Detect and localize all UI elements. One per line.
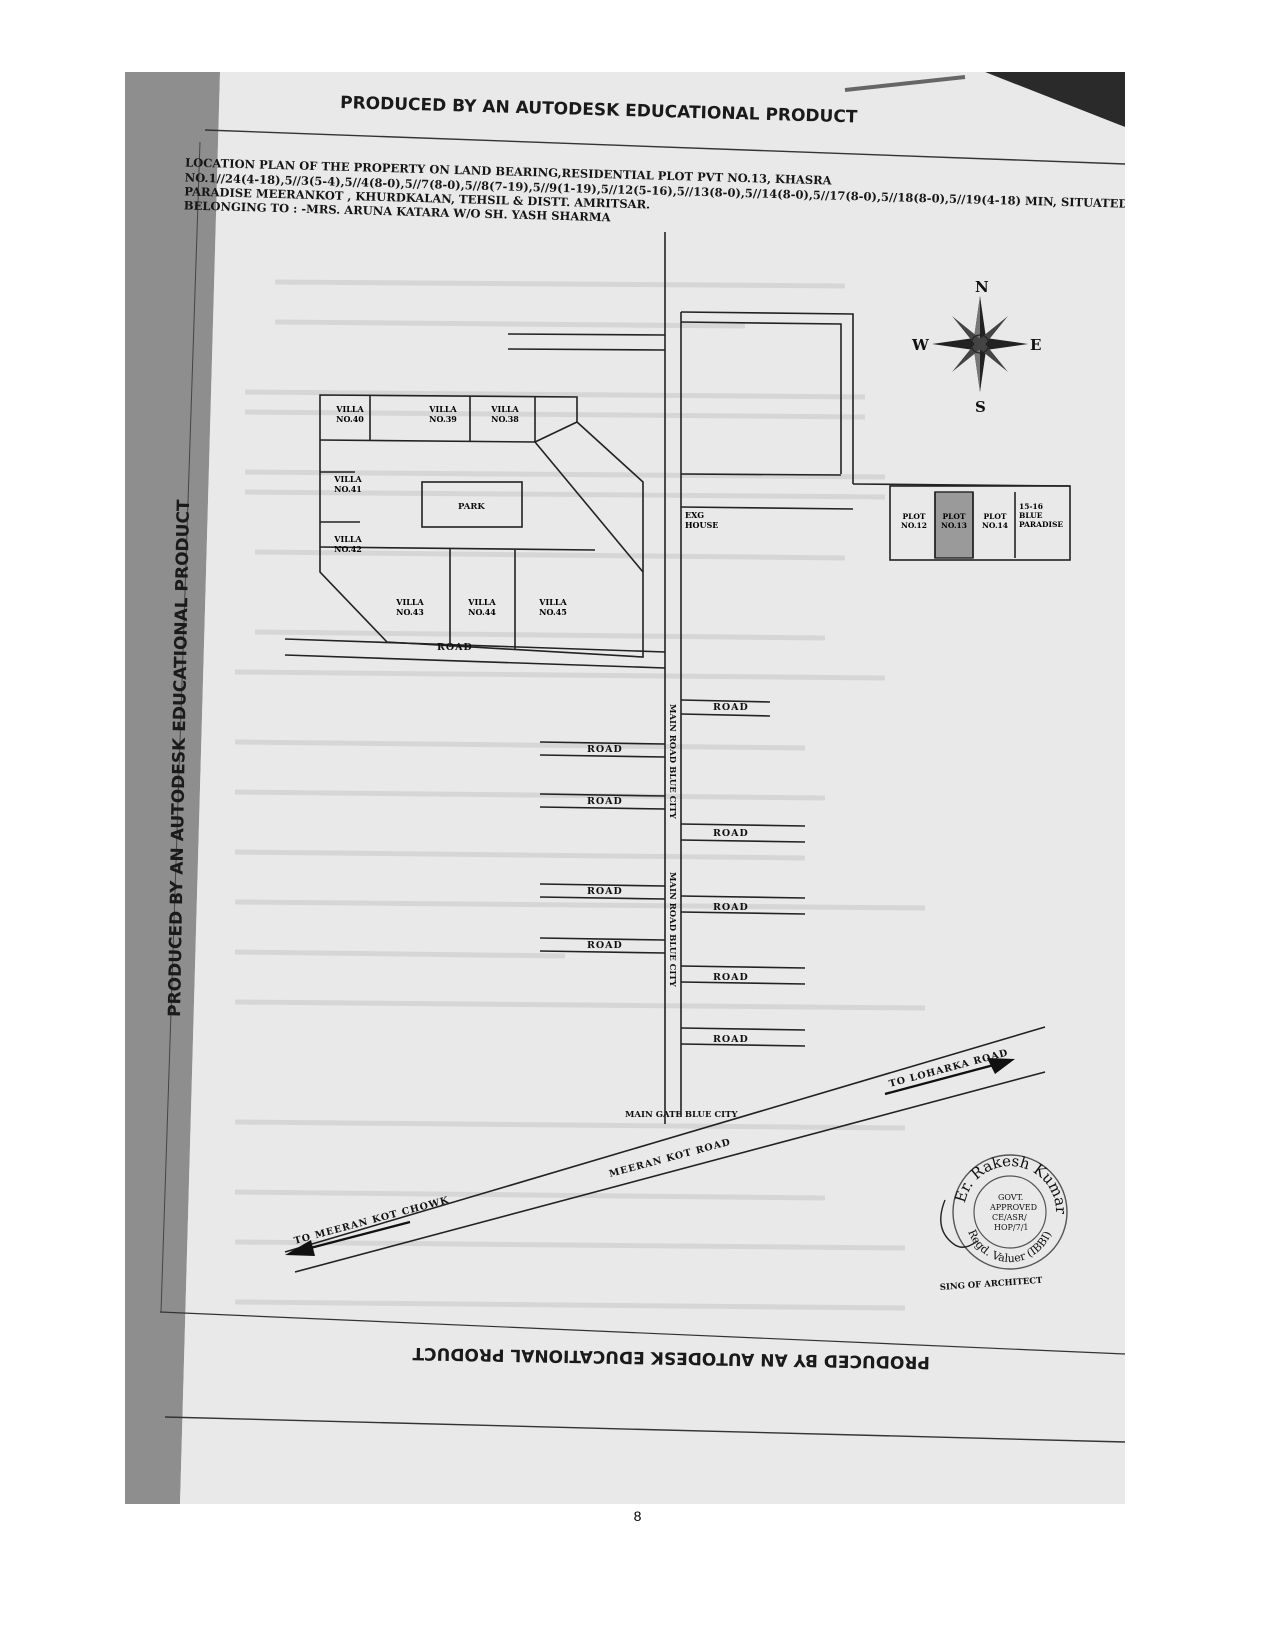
e-road-4b (680, 981, 806, 985)
w-road-4b (539, 950, 666, 954)
frame-top-line (204, 129, 1125, 165)
label-main-gate: MAIN GATE BLUE CITY (625, 1110, 738, 1120)
compass-s: S (975, 398, 986, 416)
e-road-3b (680, 911, 806, 915)
compass-rose: N S E W (911, 278, 1041, 416)
w-road-1a (539, 741, 666, 745)
west-stub-2 (507, 348, 666, 351)
site-plan (284, 232, 1071, 1273)
diag-inner (534, 441, 644, 573)
label-villa-39: VILLA NO.39 (429, 404, 457, 424)
east-plots-row (889, 485, 1071, 561)
label-road-10: ROAD (713, 1034, 749, 1045)
label-villa-40: VILLA NO.40 (336, 404, 364, 424)
stamp-line-3: CE/ASR/ (992, 1213, 1027, 1222)
e-road-4a (680, 965, 806, 969)
label-main-road-2: MAIN ROAD BLUE CITY (667, 872, 677, 988)
e-road-1a (680, 699, 771, 703)
label-plot-14: PLOT NO.14 (982, 512, 1008, 530)
w-road-3a (539, 883, 666, 887)
left-shadow (125, 72, 220, 1504)
compass-n: N (975, 278, 989, 296)
label-road-4: ROAD (587, 796, 623, 807)
arrow-to-chowk-head (285, 1240, 315, 1256)
label-villa-44: VILLA NO.44 (468, 597, 496, 617)
frame-left-line (160, 141, 201, 1313)
exg-house-line (680, 506, 854, 510)
paper (180, 72, 1125, 1504)
villa-row-divider (319, 439, 536, 443)
label-villa-42: VILLA NO.42 (334, 534, 362, 554)
lower-row-divider (319, 546, 596, 551)
label-plot-13: PLOT NO.13 (941, 512, 967, 530)
pen-mark (844, 75, 966, 92)
w-road-1b (539, 754, 666, 758)
west-stub-1 (507, 333, 666, 336)
top-road-loop-inner (680, 321, 842, 474)
label-road-7: ROAD (713, 902, 749, 913)
stamp-line-1: GOVT. (998, 1193, 1023, 1202)
plot-13-highlight (934, 491, 974, 559)
scanned-drawing-photo: PRODUCED BY AN AUTODESK EDUCATIONAL PROD… (125, 72, 1125, 1504)
east-road-north-edge (680, 473, 842, 476)
signature-scribble (940, 1199, 978, 1248)
label-road-9: ROAD (713, 972, 749, 983)
bleed-through-text (234, 279, 926, 1311)
frame-bottom-line (164, 1416, 1125, 1443)
label-road-5: ROAD (713, 828, 749, 839)
label-villa-43: VILLA NO.43 (396, 597, 424, 617)
park-rect (421, 481, 523, 528)
stamp-line-2: APPROVED (989, 1203, 1037, 1212)
location-plan-sheet: PRODUCED BY AN AUTODESK EDUCATIONAL PROD… (125, 72, 1125, 1504)
e-road-3a (680, 895, 806, 899)
villa-block-outline (319, 394, 644, 658)
w-road-4a (539, 937, 666, 941)
e-road-5a (680, 1027, 806, 1031)
w-road-2b (539, 806, 666, 810)
arrow-to-chowk-shaft (294, 1220, 411, 1254)
label-road-6: ROAD (587, 886, 623, 897)
w-road-3b (539, 896, 666, 900)
label-exg-house: EXG HOUSE (685, 510, 719, 530)
e-road-5b (680, 1043, 806, 1047)
stamp-line-4: HOP/7/1 (994, 1223, 1029, 1232)
e-road-2a (680, 823, 806, 827)
label-road-1: ROAD (437, 642, 473, 653)
label-villa-38: VILLA NO.38 (491, 404, 519, 424)
meeran-kot-road-south-edge (294, 1071, 1046, 1273)
arrow-to-loharka-shaft (884, 1060, 1006, 1096)
label-plot-15-16: 15-16 BLUE PARADISE (1019, 502, 1064, 529)
label-plot-12: PLOT NO.12 (901, 512, 927, 530)
frame-lower-line (159, 1311, 1125, 1355)
label-villa-41: VILLA NO.41 (334, 474, 362, 494)
label-road-2: ROAD (713, 702, 749, 713)
road-west-north-edge (284, 638, 666, 653)
compass-w: W (911, 336, 930, 354)
label-villa-45: VILLA NO.45 (539, 597, 567, 617)
label-main-road-1: MAIN ROAD BLUE CITY (667, 704, 677, 820)
page-number: 8 (633, 1508, 642, 1524)
label-park: PARK (458, 502, 485, 512)
e-road-2b (680, 839, 806, 843)
arrow-to-loharka-head (987, 1058, 1015, 1074)
w-road-2a (539, 793, 666, 797)
e-road-1b (680, 713, 771, 717)
top-road-loop (680, 311, 854, 484)
label-road-8: ROAD (587, 940, 623, 951)
compass-e: E (1030, 336, 1041, 354)
diag-38 (534, 421, 578, 443)
meeran-kot-road-north-edge (284, 1026, 1046, 1253)
road-west-south-edge (284, 654, 666, 669)
label-road-3: ROAD (587, 744, 623, 755)
